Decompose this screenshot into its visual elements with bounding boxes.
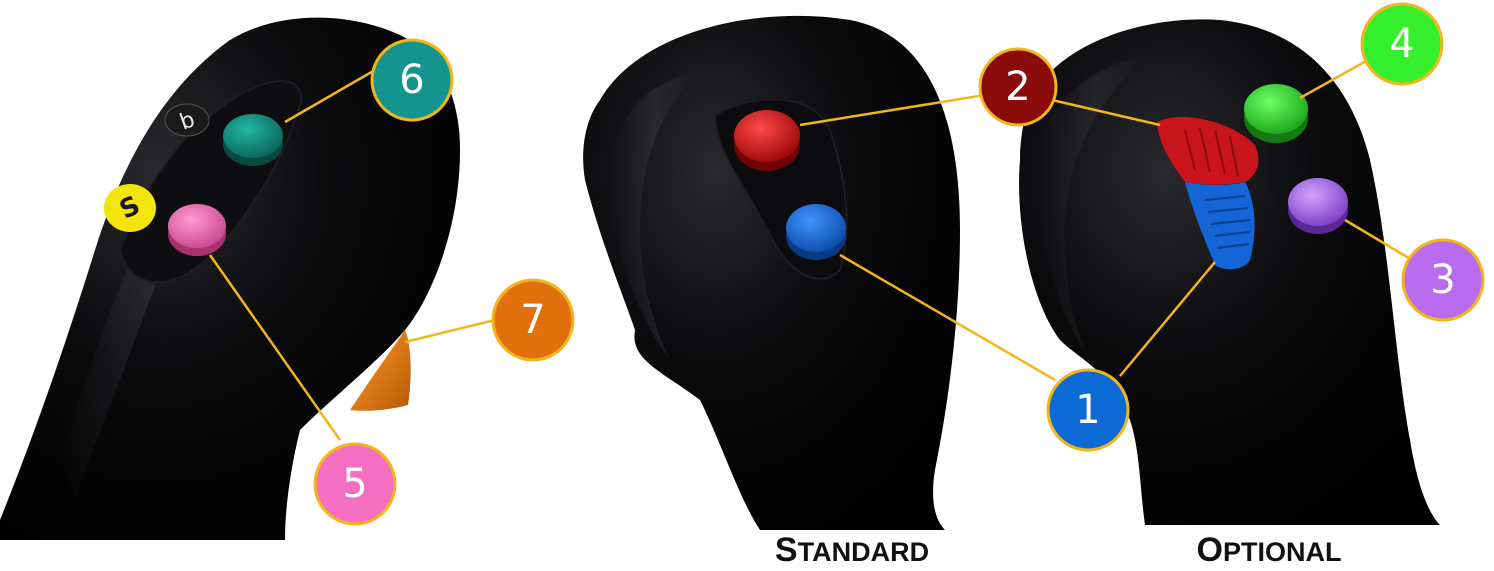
badge-3: 3: [1401, 238, 1485, 322]
badge-1-label: 1: [1075, 387, 1100, 433]
grip-left: S b: [0, 17, 460, 540]
badge-1-circle: [1046, 368, 1130, 452]
button-yellow: S: [104, 184, 156, 232]
badge-2: 2: [978, 47, 1058, 127]
caption-standard: STANDARD: [775, 531, 929, 569]
badge-7: 7: [491, 278, 575, 362]
grip-left-highlight: [60, 100, 240, 500]
grip-optional-highlight: [1039, 55, 1150, 350]
badge-5: 5: [313, 442, 397, 526]
badge-3-circle: [1401, 238, 1485, 322]
callout-line-2b: [1051, 98, 1161, 127]
grip-left-body: [0, 17, 460, 540]
button-purple: [1288, 178, 1348, 234]
caption-optional-rest: PTIONAL: [1223, 537, 1342, 567]
callout-line-3: [1344, 218, 1413, 262]
grip-standard-body: [583, 15, 960, 530]
rocker-switch: [1157, 116, 1259, 270]
button-red-standard: [734, 110, 800, 171]
button-teal: [223, 114, 283, 166]
badge-1: 1: [1046, 368, 1130, 452]
badge-4-circle: [1360, 2, 1444, 86]
button-pink: [168, 204, 226, 256]
badge-6-circle: [370, 38, 454, 122]
caption-standard-first: S: [775, 531, 798, 569]
callout-line-5: [208, 254, 342, 441]
button-blue-standard: [786, 204, 846, 260]
callout-line-1b: [1119, 261, 1216, 377]
badge-6-label: 6: [399, 57, 424, 103]
rocker-red-half: [1157, 116, 1259, 185]
callout-line-4: [1299, 58, 1369, 100]
callout-line-7: [404, 318, 496, 344]
caption-optional-first: O: [1197, 531, 1223, 569]
badge-6: 6: [370, 38, 454, 122]
badge-7-label: 7: [520, 297, 545, 343]
badge-2-circle: [978, 47, 1058, 127]
grip-standard-highlight: [610, 70, 700, 360]
trigger-orange: [350, 330, 411, 411]
badge-4-label: 4: [1389, 21, 1414, 67]
callout-line-2a: [799, 93, 986, 127]
caption-optional: OPTIONAL: [1197, 531, 1342, 569]
rocker-blue-half: [1185, 182, 1255, 270]
badge-5-circle: [313, 442, 397, 526]
caption-standard-rest: TANDARD: [798, 537, 929, 567]
button-white: b: [164, 103, 210, 137]
button-green: [1244, 84, 1308, 143]
badge-7-circle: [491, 278, 575, 362]
badge-3-label: 3: [1430, 257, 1455, 303]
rocker-ridges: [1204, 195, 1251, 249]
callout-line-6: [284, 68, 376, 124]
badge-4: 4: [1360, 2, 1444, 86]
badge-5-label: 5: [342, 461, 367, 507]
callout-lines: [208, 58, 1413, 441]
grip-standard: [583, 15, 960, 530]
badge-2-label: 2: [1005, 64, 1030, 110]
callout-line-1a: [839, 253, 1056, 382]
rocker-ridges-top: [1184, 127, 1239, 177]
